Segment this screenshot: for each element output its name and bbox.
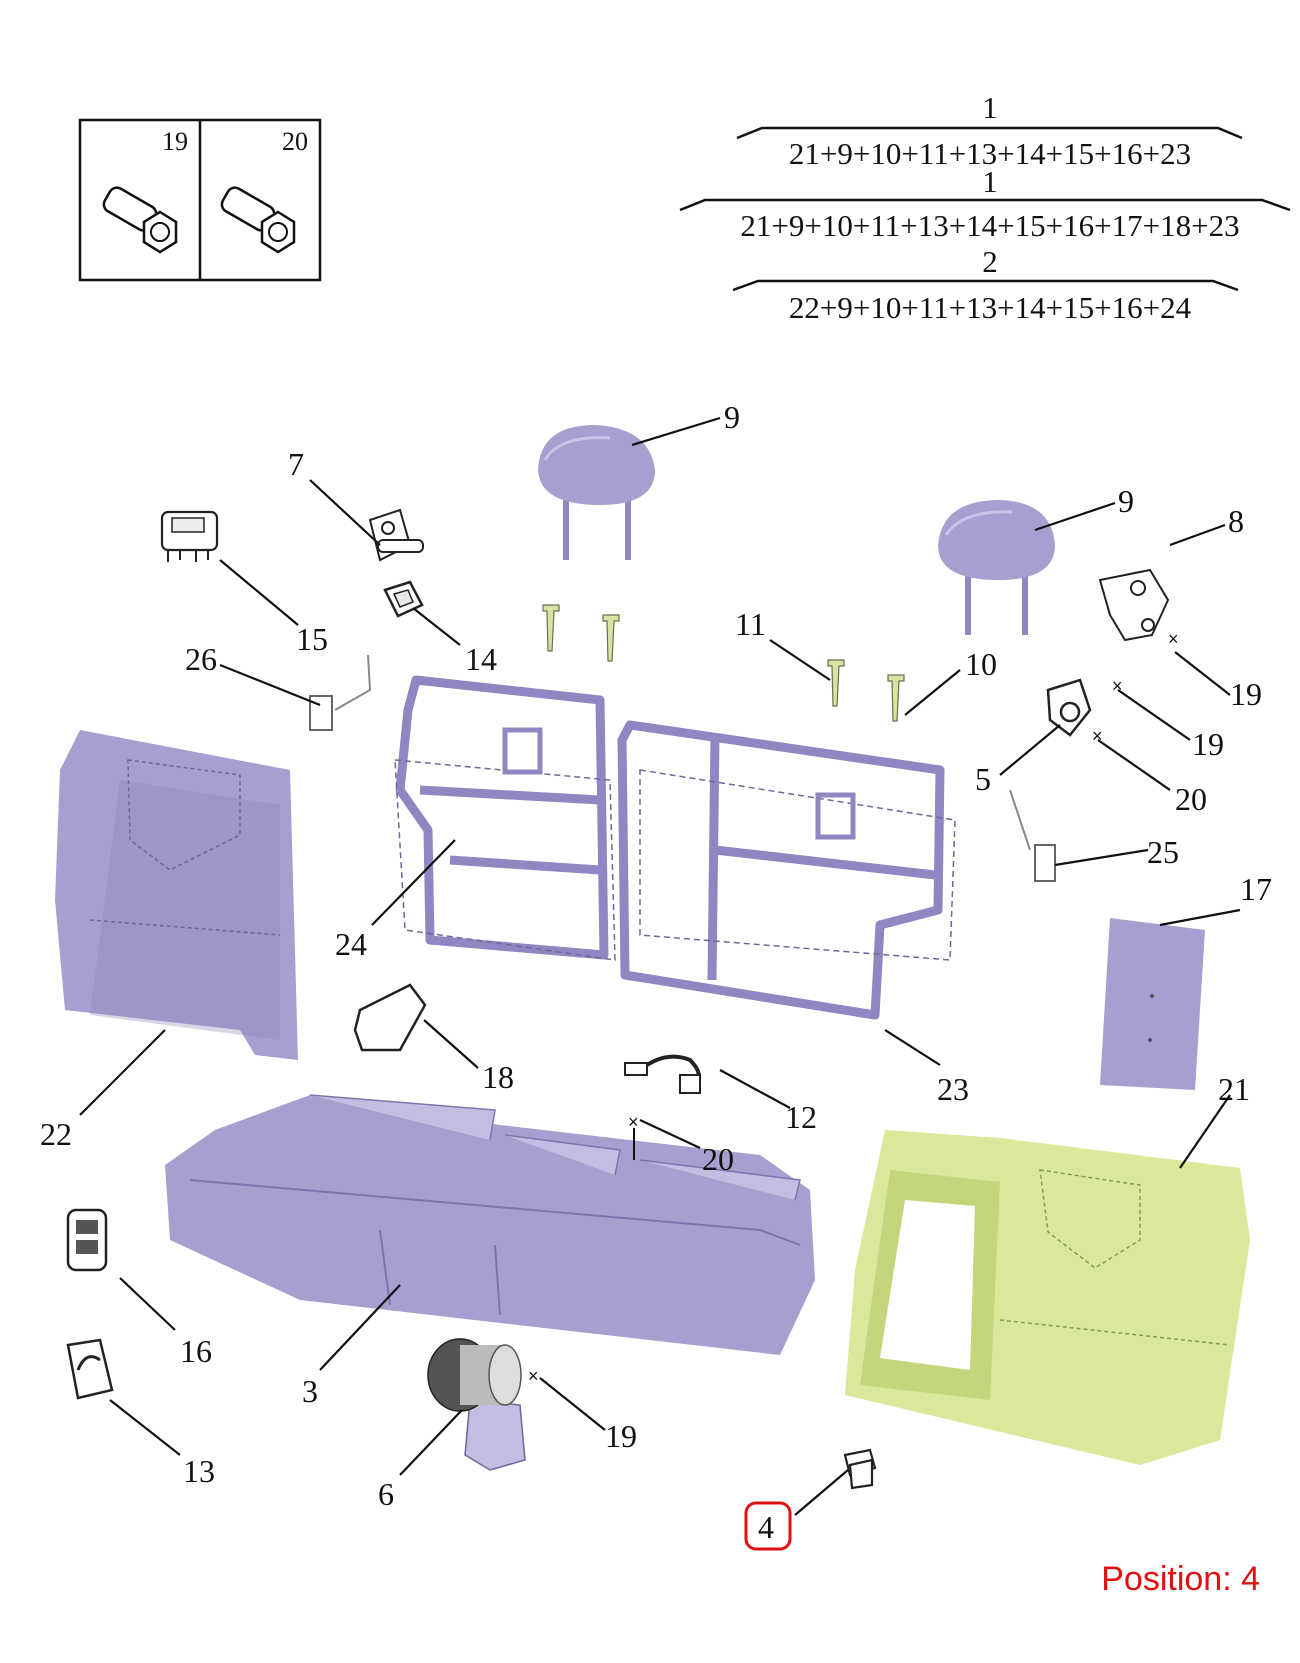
callout-19-upper-right: 19 bbox=[1230, 676, 1262, 712]
bezel-14 bbox=[383, 580, 424, 618]
headrest-right bbox=[938, 500, 1055, 635]
callout-23: 23 bbox=[937, 1071, 969, 1107]
callout-18: 18 bbox=[482, 1059, 514, 1095]
callout-6: 6 bbox=[378, 1476, 394, 1512]
seatback-frame-left-24 bbox=[394, 675, 616, 961]
callout-16: 16 bbox=[180, 1333, 212, 1369]
callout-15: 15 bbox=[296, 621, 328, 657]
bolt-20-icon bbox=[220, 186, 296, 254]
wire-harness-12 bbox=[624, 1054, 701, 1094]
bracket-5 bbox=[1046, 678, 1092, 737]
assembly-2-number: 2 bbox=[982, 244, 998, 279]
fastener-legend-box: 19 20 bbox=[78, 118, 322, 282]
callout-19-retractor: 19 bbox=[605, 1418, 637, 1454]
seatback-frame-right-23 bbox=[617, 720, 956, 1020]
callout-10: 10 bbox=[965, 646, 997, 682]
retractor-6 bbox=[427, 1338, 526, 1471]
callout-4: 4 bbox=[758, 1509, 774, 1545]
svg-text:×: × bbox=[628, 1112, 639, 1132]
svg-text:×: × bbox=[1168, 629, 1179, 649]
seatback-right-trim-21 bbox=[845, 1130, 1250, 1465]
seat-cushion-3 bbox=[165, 1094, 815, 1355]
callout-14: 14 bbox=[465, 641, 497, 677]
assembly-1b-components: 21+9+10+11+13+14+15+16+17+18+23 bbox=[740, 208, 1239, 243]
callout-7: 7 bbox=[288, 446, 304, 482]
svg-text:×: × bbox=[1112, 676, 1123, 696]
callout-3: 3 bbox=[302, 1373, 318, 1409]
fastener-marks-upper: × × × bbox=[1092, 629, 1179, 746]
back-panel-17 bbox=[1100, 918, 1205, 1090]
headrest-left bbox=[538, 425, 655, 560]
assembly-1b-number: 1 bbox=[982, 164, 998, 199]
cable-25 bbox=[1009, 789, 1056, 882]
callout-labels: 9 9 7 8 15 14 26 11 10 19 19 5 20 25 17 … bbox=[40, 399, 1272, 1512]
seatback-left-22 bbox=[55, 730, 298, 1060]
headrest-guides bbox=[542, 604, 905, 722]
assembly-2-components: 22+9+10+11+13+14+15+16+24 bbox=[789, 290, 1192, 325]
callout-26: 26 bbox=[185, 641, 217, 677]
callout-8: 8 bbox=[1228, 503, 1244, 539]
fastener-mark-19-retractor: × bbox=[528, 1366, 539, 1386]
switch-bezel-16 bbox=[66, 1208, 108, 1272]
assembly-1a-number: 1 bbox=[982, 90, 998, 125]
callout-22: 22 bbox=[40, 1116, 72, 1152]
position-label: Position: 4 bbox=[1101, 1560, 1260, 1598]
callout-20-bracket: 20 bbox=[1175, 781, 1207, 817]
callout-13: 13 bbox=[183, 1453, 215, 1489]
callout-20-cushion: 20 bbox=[702, 1141, 734, 1177]
callout-9-left: 9 bbox=[724, 399, 740, 435]
svg-text:×: × bbox=[528, 1366, 539, 1386]
leader-lines bbox=[79, 416, 1241, 1516]
callout-17: 17 bbox=[1240, 871, 1272, 907]
latch-bracket-8 bbox=[1098, 568, 1170, 642]
callout-11: 11 bbox=[735, 606, 766, 642]
callout-12: 12 bbox=[785, 1099, 817, 1135]
callout-21: 21 bbox=[1218, 1071, 1250, 1107]
cable-26 bbox=[309, 654, 372, 731]
callout-25: 25 bbox=[1147, 834, 1179, 870]
svg-text:×: × bbox=[1092, 726, 1103, 746]
callout-5: 5 bbox=[975, 761, 991, 797]
fastener-mark-20-cushion: × bbox=[628, 1112, 639, 1160]
legend-number-19: 19 bbox=[162, 127, 188, 156]
bolt-19-icon bbox=[102, 186, 178, 254]
latch-bracket-7 bbox=[368, 508, 424, 562]
trim-cover-18 bbox=[353, 983, 427, 1052]
assembly-composition-table: 1 21+9+10+11+13+14+15+16+23 1 21+9+10+11… bbox=[679, 90, 1291, 325]
highlighted-callout-4[interactable]: 4 bbox=[744, 1501, 792, 1551]
callout-9-right: 9 bbox=[1118, 483, 1134, 519]
switch-15 bbox=[160, 510, 219, 562]
handle-bezel-13 bbox=[66, 1338, 114, 1400]
callout-24: 24 bbox=[335, 926, 367, 962]
legend-number-20: 20 bbox=[282, 127, 308, 156]
assembly-1a-components: 21+9+10+11+13+14+15+16+23 bbox=[789, 136, 1191, 171]
clip-4 bbox=[843, 1448, 877, 1490]
callout-19-bracket: 19 bbox=[1192, 726, 1224, 762]
